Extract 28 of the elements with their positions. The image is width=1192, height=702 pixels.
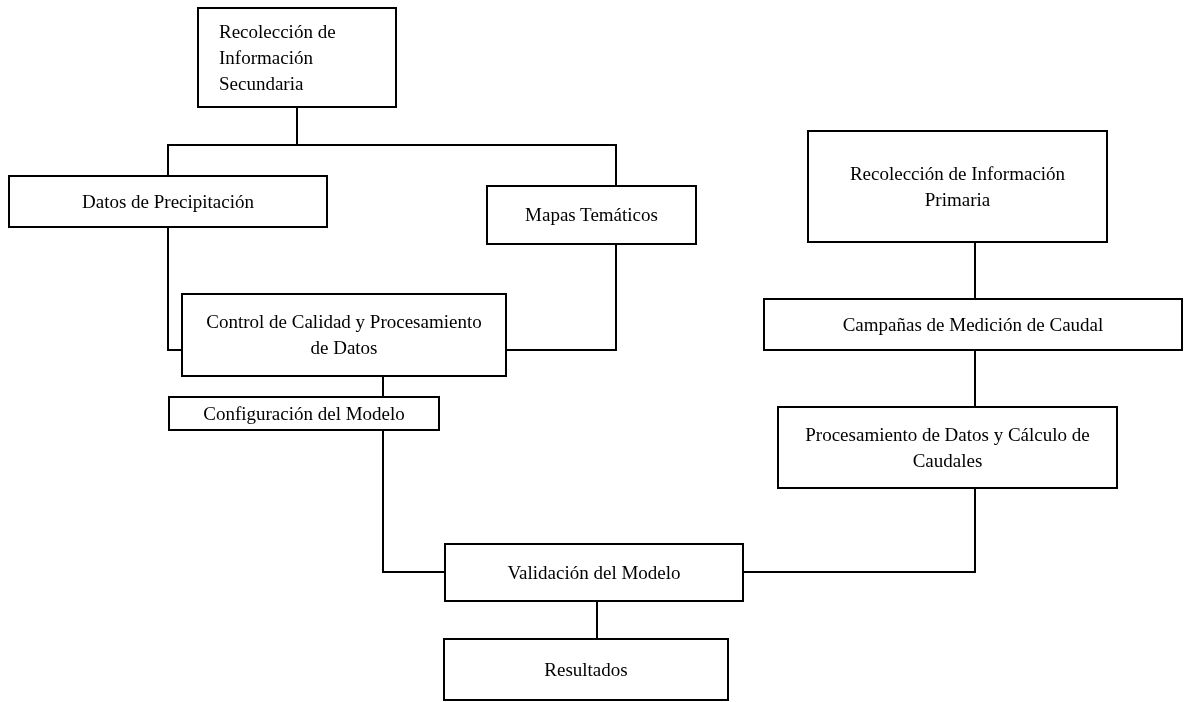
process-box — [444, 543, 744, 602]
box-label: Configuración del Modelo — [203, 401, 405, 426]
process-box — [763, 298, 1183, 351]
connector-line — [743, 488, 976, 573]
box-label: Recolección de Información Secundaria — [219, 19, 337, 96]
connector-line — [974, 242, 976, 299]
box-label: Recolección de Información Primaria — [848, 161, 1067, 212]
box-label: Procesamiento de Datos y Cálculo de Caudales — [804, 422, 1091, 473]
process-box — [777, 406, 1118, 489]
process-box — [443, 638, 729, 701]
process-box — [168, 396, 440, 431]
process-box — [197, 7, 397, 108]
process-box — [8, 175, 328, 228]
process-box — [807, 130, 1108, 243]
connector-line — [167, 227, 182, 351]
connector-line — [506, 244, 617, 351]
box-label: Datos de Precipitación — [82, 189, 254, 214]
box-label: Mapas Temáticos — [525, 203, 658, 227]
connector-line — [974, 350, 976, 407]
box-label: Control de Calidad y Procesamiento de Datos — [205, 310, 483, 360]
connector-line — [596, 601, 598, 639]
process-box — [486, 185, 697, 245]
box-label: Campañas de Medición de Caudal — [842, 312, 1104, 337]
connector-line — [382, 430, 445, 573]
box-label: Resultados — [544, 657, 628, 682]
connector-line — [382, 376, 384, 397]
process-box — [181, 293, 507, 377]
box-label: Validación del Modelo — [507, 560, 681, 585]
